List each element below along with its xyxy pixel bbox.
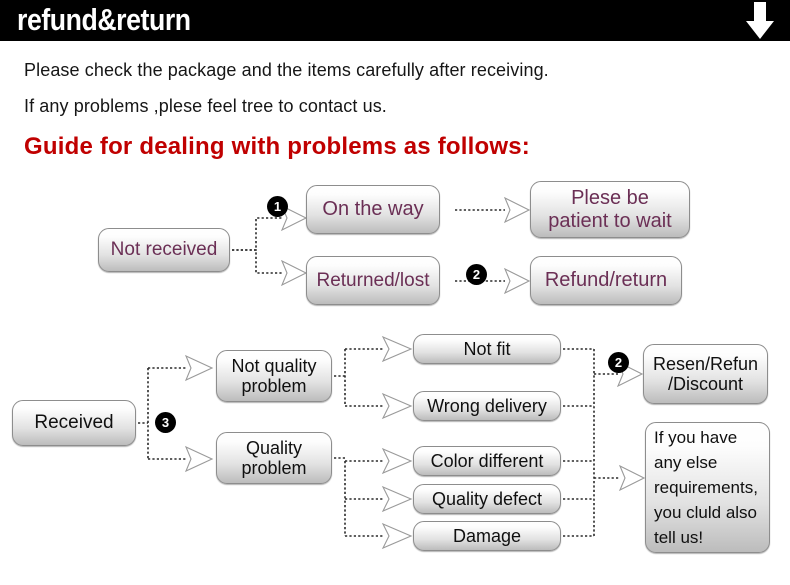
arrow-down-icon: [746, 2, 774, 39]
flow-box-quality-defect[interactable]: Quality defect: [413, 484, 561, 514]
flow-box-please-be-patient[interactable]: Plese be patient to wait: [530, 181, 690, 238]
step-badge-3: 3: [155, 412, 176, 433]
flow-box-not-received[interactable]: Not received: [98, 228, 230, 272]
flow-box-quality-problem[interactable]: Quality problem: [216, 432, 332, 484]
step-badge-1: 1: [267, 196, 288, 217]
page-title: refund&return: [17, 2, 191, 37]
flow-box-resend-refund-discount[interactable]: Resen/Refun /Discount: [643, 344, 768, 404]
flow-box-returned-lost[interactable]: Returned/lost: [306, 256, 440, 305]
flow-box-on-the-way[interactable]: On the way: [306, 185, 440, 234]
intro-line-2: If any problems ,plese feel tree to cont…: [24, 96, 387, 116]
step-badge-2-lower: 2: [608, 352, 629, 373]
intro-line-1: Please check the package and the items c…: [24, 60, 549, 80]
flow-box-wrong-delivery[interactable]: Wrong delivery: [413, 391, 561, 421]
guide-heading: Guide for dealing with problems as follo…: [24, 133, 530, 160]
header-bar: refund&return: [0, 0, 790, 41]
flow-box-damage[interactable]: Damage: [413, 521, 561, 551]
flow-box-color-different[interactable]: Color different: [413, 446, 561, 476]
flow-box-refund-return[interactable]: Refund/return: [530, 256, 682, 305]
flow-box-not-quality-problem[interactable]: Not quality problem: [216, 350, 332, 402]
flow-box-any-else-requirements[interactable]: If you have any else requirements, you c…: [645, 422, 770, 553]
flow-box-received[interactable]: Received: [12, 400, 136, 446]
flow-box-not-fit[interactable]: Not fit: [413, 334, 561, 364]
step-badge-2: 2: [466, 264, 487, 285]
